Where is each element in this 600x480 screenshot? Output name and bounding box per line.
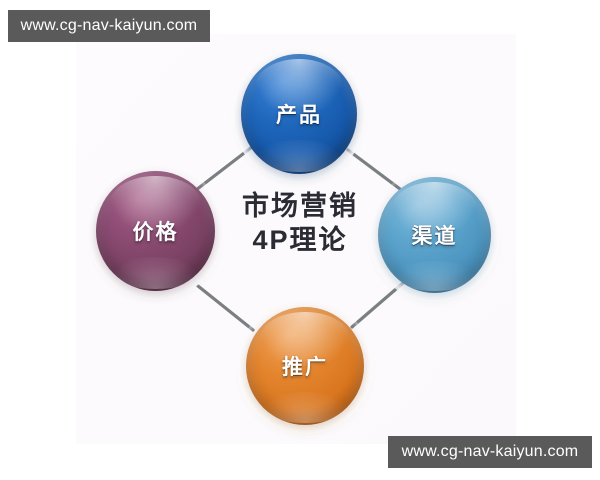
node-channel-sphere [378,177,491,293]
node-channel[interactable]: 渠道 [369,168,500,302]
node-promotion-label: 推广 [282,356,328,379]
center-title-line-2: 4P理论 [252,225,348,255]
node-promotion[interactable]: 推广 [237,298,373,434]
watermark-top-left: www.cg-nav-kaiyun.com [8,10,210,42]
node-product[interactable]: 产品 [232,45,366,183]
node-promotion-sphere [246,307,364,425]
watermark-bottom-right: www.cg-nav-kaiyun.com [388,436,592,468]
center-title-line-1: 市场营销 [242,191,358,221]
node-product-sphere [241,54,357,174]
node-price[interactable]: 价格 [87,162,224,300]
node-price-label: 价格 [132,221,179,244]
node-product-label: 产品 [276,104,322,127]
diagram-center-title: 市场营销 4P理论 [216,189,384,257]
node-channel-label: 渠道 [411,225,458,248]
